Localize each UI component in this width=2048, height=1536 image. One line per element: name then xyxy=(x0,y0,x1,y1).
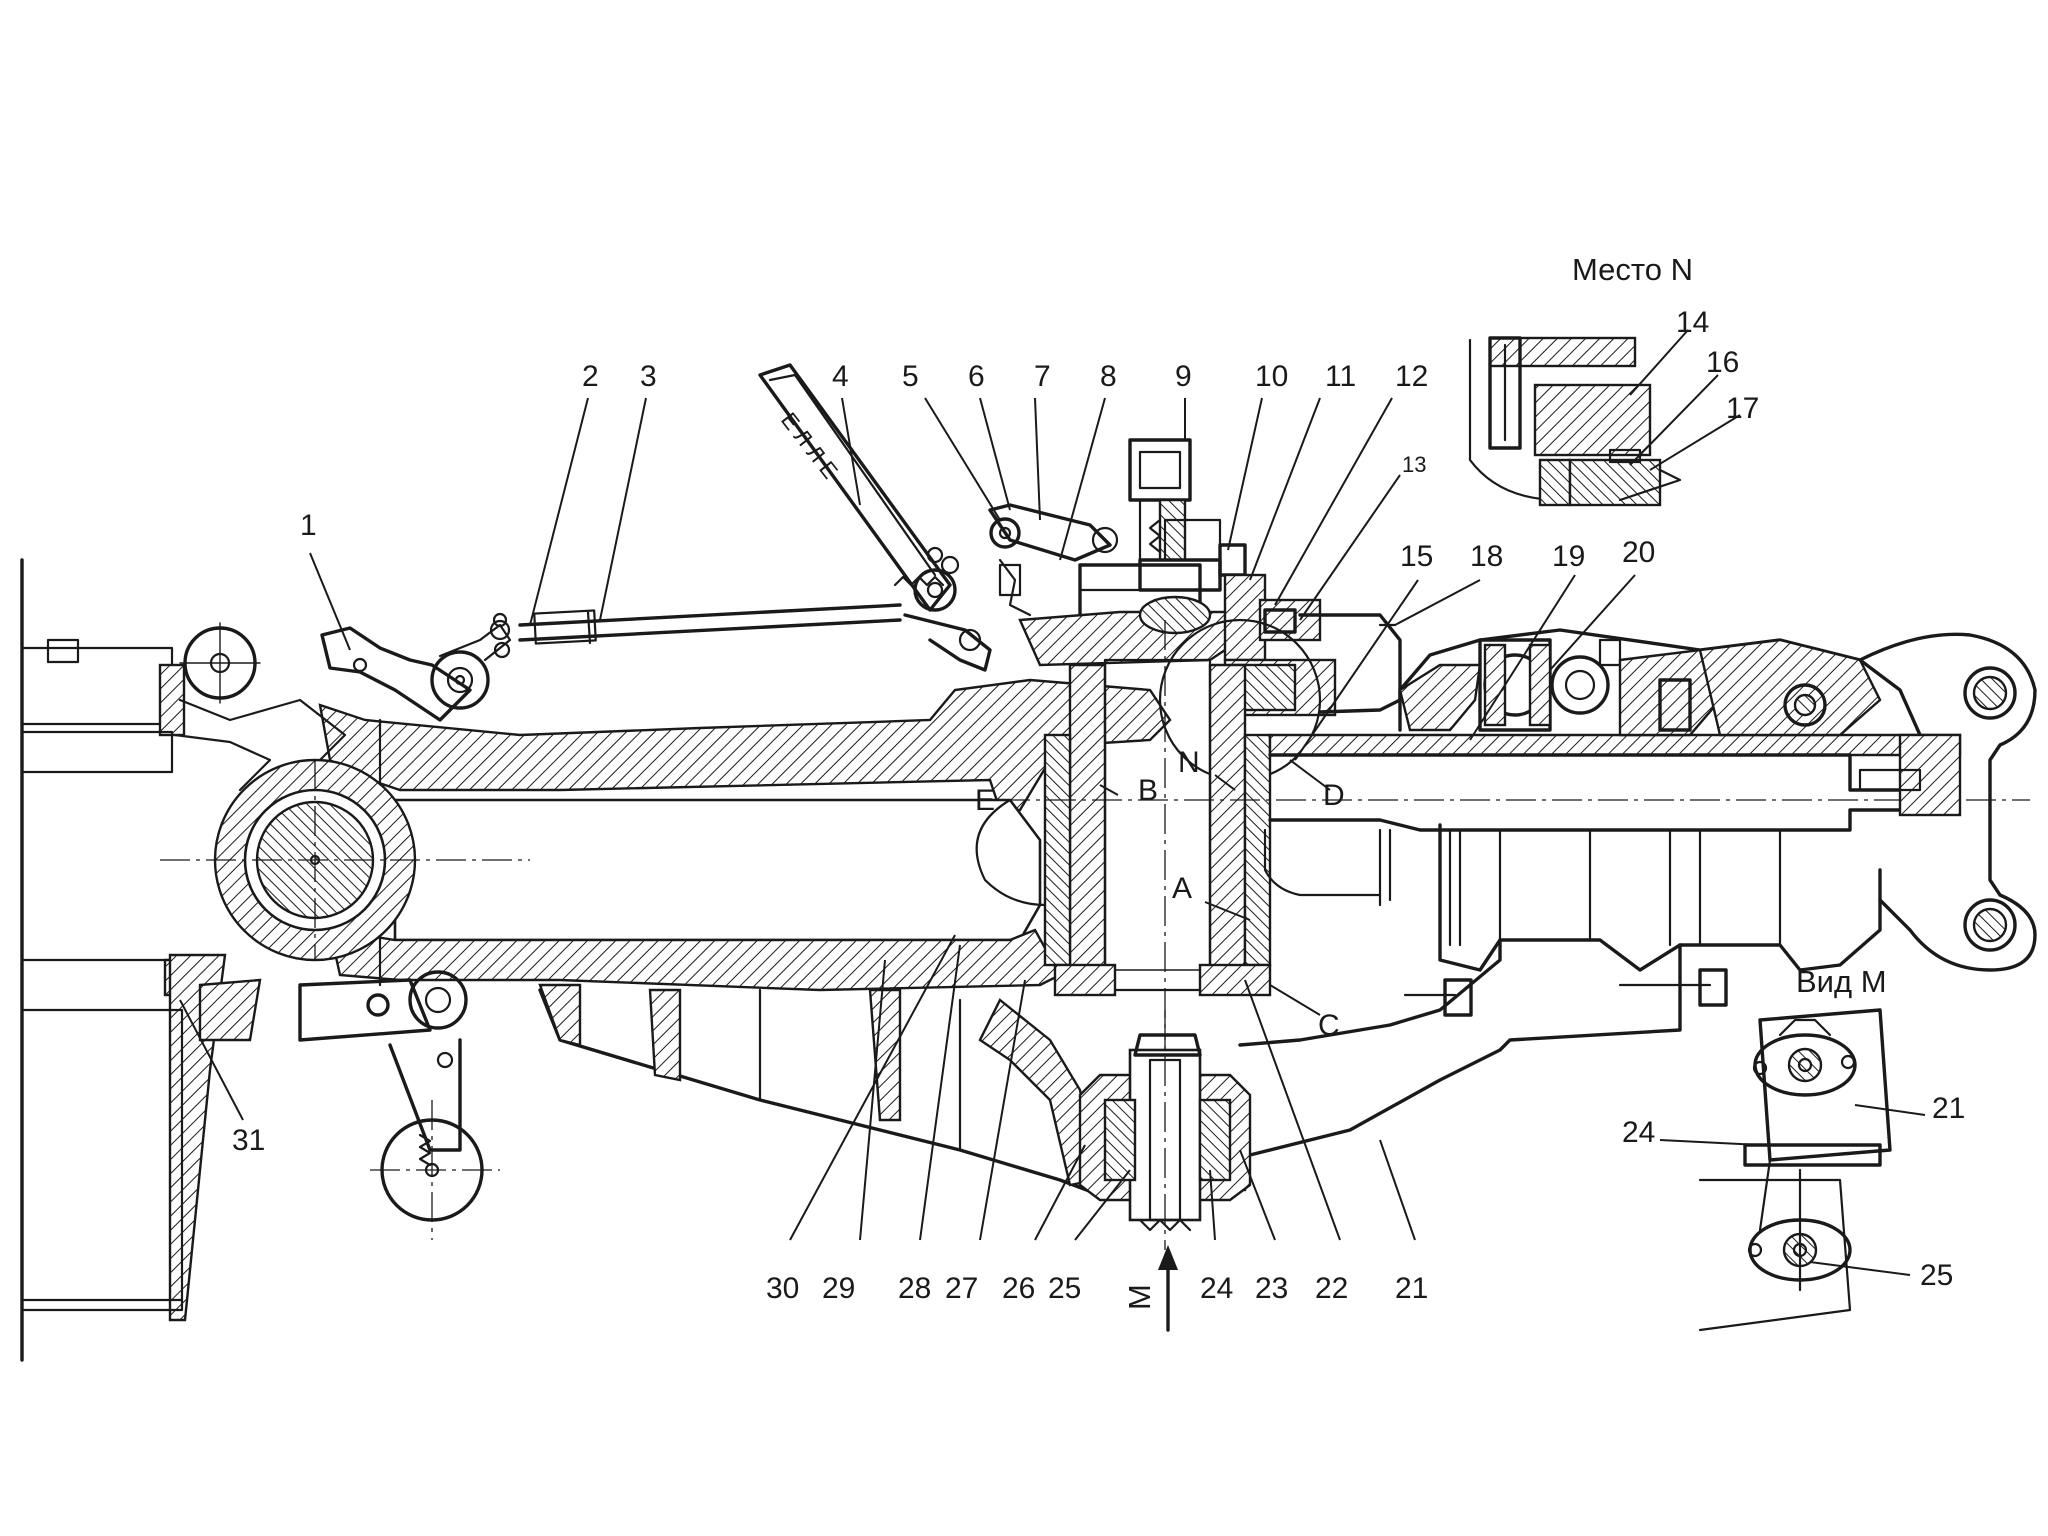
detail-n-label-14: 14 xyxy=(1676,306,1709,339)
part-label-28: 28 xyxy=(898,1272,931,1305)
part-label-1: 1 xyxy=(300,509,317,542)
view-m-label-25: 25 xyxy=(1920,1259,1953,1292)
letter-mark-d: D xyxy=(1323,779,1345,812)
part-label-27: 27 xyxy=(945,1272,978,1305)
left-frame xyxy=(20,558,227,1362)
letter-mark-c: C xyxy=(1318,1009,1340,1042)
part-label-22: 22 xyxy=(1315,1272,1348,1305)
part-label-24: 24 xyxy=(1200,1272,1233,1305)
part-label-15: 15 xyxy=(1400,540,1433,573)
part-label-29: 29 xyxy=(822,1272,855,1305)
right-shaft xyxy=(1000,628,2037,972)
part-label-2: 2 xyxy=(582,360,599,393)
view-m-label-24: 24 xyxy=(1622,1116,1655,1149)
lower-structure xyxy=(538,823,1882,1197)
lower-pivot xyxy=(1078,1010,1252,1250)
part-label-12: 12 xyxy=(1395,360,1428,393)
direction-arrow-label: M xyxy=(1122,1284,1157,1310)
leader-lines xyxy=(179,329,1926,1276)
direction-arrow-m: M xyxy=(1122,1245,1178,1332)
part-label-31: 31 xyxy=(232,1124,265,1157)
detail-n-labels: Место N 14 16 17 xyxy=(1572,252,1759,425)
part-label-9: 9 xyxy=(1175,360,1192,393)
part-label-10: 10 xyxy=(1255,360,1288,393)
part-label-3: 3 xyxy=(640,360,657,393)
detail-n-label-17: 17 xyxy=(1726,392,1759,425)
detail-n-label-16: 16 xyxy=(1706,346,1739,379)
part-label-30: 30 xyxy=(766,1272,799,1305)
central-sleeve xyxy=(975,620,1272,1060)
detail-n xyxy=(1468,336,1682,507)
main-housing xyxy=(318,678,1172,992)
view-m xyxy=(1698,1008,1892,1332)
part-label-8: 8 xyxy=(1100,360,1117,393)
letter-mark-e: E xyxy=(975,784,995,817)
part-label-26: 26 xyxy=(1002,1272,1035,1305)
part-labels: 1 2 3 4 5 6 7 8 9 10 11 12 13 15 18 19 2… xyxy=(232,360,1655,1305)
letter-mark-n: N xyxy=(1178,746,1200,779)
letter-marks: A B C D E N xyxy=(975,746,1345,1042)
view-m-caption: Вид М xyxy=(1796,964,1887,999)
part-label-23: 23 xyxy=(1255,1272,1288,1305)
part-label-7: 7 xyxy=(1034,360,1051,393)
lower-arm xyxy=(198,970,500,1240)
part-label-6: 6 xyxy=(968,360,985,393)
detail-n-caption: Место N xyxy=(1572,252,1693,287)
part-label-21: 21 xyxy=(1395,1272,1428,1305)
part-label-20: 20 xyxy=(1622,536,1655,569)
lever-linkage xyxy=(320,603,902,722)
svg-text:Е Л Л Е: Е Л Л Е xyxy=(776,408,843,484)
view-m-label-21: 21 xyxy=(1932,1092,1965,1125)
part-label-4: 4 xyxy=(832,360,849,393)
part-label-25: 25 xyxy=(1048,1272,1081,1305)
part-label-5: 5 xyxy=(902,360,919,393)
hinge-assembly xyxy=(160,622,530,962)
part-label-19: 19 xyxy=(1552,540,1585,573)
part-label-13: 13 xyxy=(1402,452,1426,477)
part-label-11: 11 xyxy=(1325,360,1356,393)
view-m-labels: Вид М 21 24 25 xyxy=(1622,964,1965,1292)
letter-mark-a: A xyxy=(1172,872,1192,905)
letter-mark-b: B xyxy=(1138,774,1158,807)
part-label-18: 18 xyxy=(1470,540,1503,573)
